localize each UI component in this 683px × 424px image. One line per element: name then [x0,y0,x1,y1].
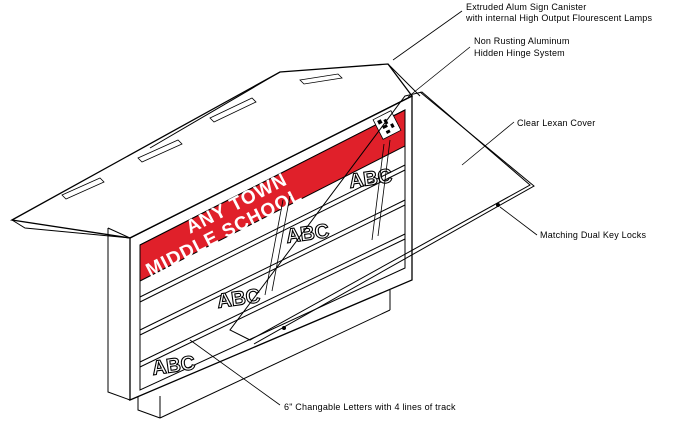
lexan-cover [229,91,535,345]
callout-hinge-line-2: Hidden Hinge System [474,48,565,58]
callout-hinge-line-1: Non Rusting Aluminum [474,36,570,46]
lock-icon [282,326,286,330]
callout-letters: 6" Changable Letters with 4 lines of tra… [284,402,456,412]
track-letters-row-3: ABC [216,285,262,313]
lock-icon [496,203,500,207]
callout-cover: Clear Lexan Cover [517,118,595,128]
track-letters-row-4: ABC [151,352,197,380]
callout-canister-line-1: Extruded Alum Sign Canister [466,2,586,12]
callout-locks: Matching Dual Key Locks [540,230,646,240]
banner-background [139,109,406,282]
track-letters-row-2: ABC [285,220,331,248]
callout-canister-line-2: with internal High Output Flourescent La… [465,13,652,23]
callout-labels: Extruded Alum Sign Canister with interna… [284,2,652,412]
leader-lines [189,10,538,406]
canister-roof [10,63,421,239]
letter-tracks [139,164,406,368]
